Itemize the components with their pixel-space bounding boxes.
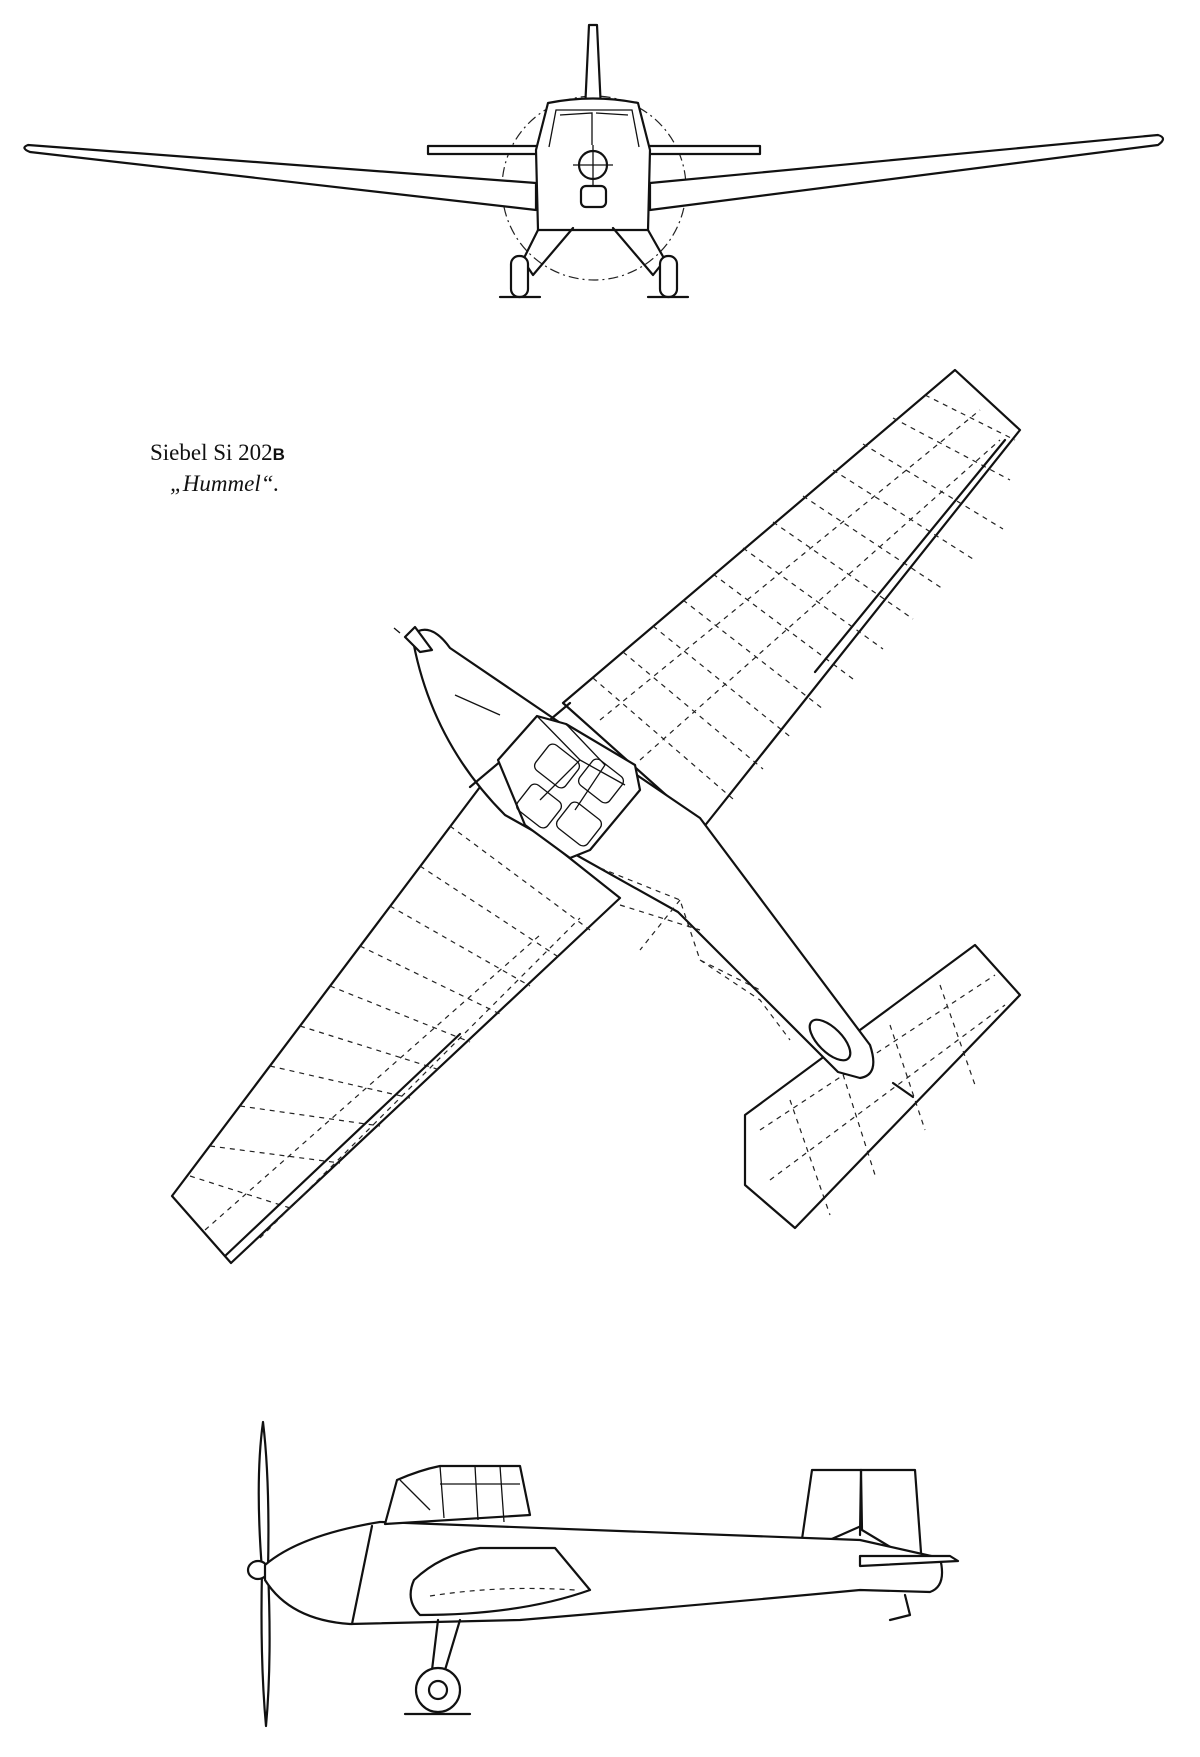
top-engine-cowling-line: [454, 694, 501, 716]
side-canopy: [383, 1464, 532, 1526]
drawing-caption: Siebel Si 202B „Hummel“.: [150, 438, 285, 498]
side-main-wheel: [414, 1666, 462, 1714]
side-tail-skid: [888, 1593, 912, 1622]
top-left-wing: [170, 785, 622, 1265]
side-wing: [409, 1546, 592, 1617]
caption-model-suffix: B: [272, 445, 285, 464]
side-cowling-joint: [350, 1524, 374, 1626]
front-vertical-fin: [583, 23, 603, 112]
side-rudder-hinge: [858, 1468, 863, 1537]
top-propeller-tip: [393, 627, 401, 634]
front-left-wing: [23, 143, 538, 212]
side-wing-chord-line: [429, 1587, 576, 1597]
front-right-wing: [648, 133, 1165, 212]
top-left-aileron-line: [223, 1032, 462, 1258]
top-spinner: [403, 625, 434, 654]
top-tail-ribs: [759, 974, 1006, 1216]
side-horizontal-tail: [858, 1554, 960, 1568]
side-canopy-frames: [399, 1465, 520, 1523]
front-right-wheel: [658, 254, 679, 299]
front-landing-gear-struts: [521, 226, 667, 277]
side-wheel-hub: [427, 1679, 449, 1701]
top-right-wing: [561, 368, 1022, 830]
top-left-wing-ribs: [189, 825, 591, 1239]
side-main-gear-strut: [430, 1618, 462, 1672]
caption-model-name: Siebel Si 202: [150, 440, 273, 465]
side-fuselage: [263, 1520, 944, 1626]
front-windscreen: [548, 109, 640, 148]
side-view: [246, 1420, 960, 1728]
top-fuselage-bracing: [599, 867, 791, 1041]
top-window-2: [577, 758, 625, 804]
top-right-aileron-line: [813, 438, 1007, 674]
top-fin-root: [808, 1018, 852, 1062]
top-window-3: [515, 783, 563, 829]
caption-line-nickname: „Hummel“.: [170, 471, 280, 496]
top-canopy-frames: [536, 715, 626, 811]
top-window-1: [533, 743, 581, 789]
top-right-wing-ribs: [592, 394, 1016, 800]
top-window-4: [555, 801, 603, 847]
front-prop-hub-cross: [573, 145, 613, 185]
front-view: [23, 23, 1165, 299]
front-left-wheel: [509, 254, 530, 299]
top-tail-skid: [891, 1081, 915, 1099]
front-air-intake: [579, 184, 608, 209]
top-view: [170, 368, 1022, 1265]
caption-line-model: Siebel Si 202B: [150, 438, 285, 469]
